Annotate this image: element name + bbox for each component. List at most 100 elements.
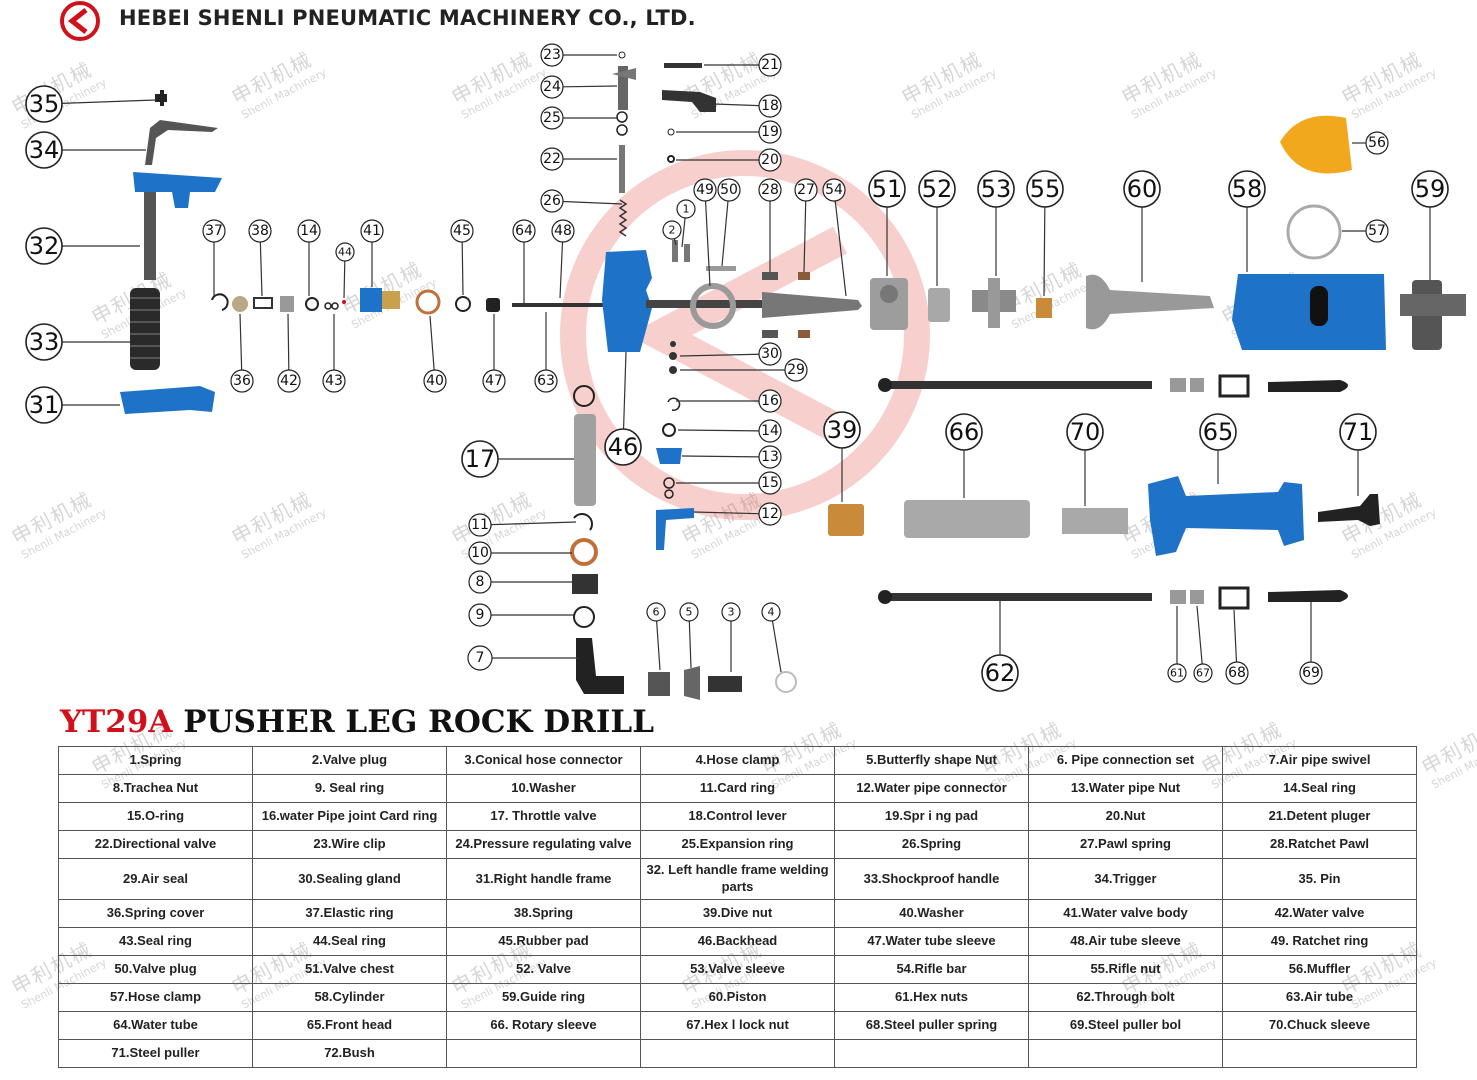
callout-number: 43	[325, 373, 343, 389]
callout-circle	[467, 645, 493, 671]
callout-circle	[25, 386, 63, 424]
shockproof-handle-part	[130, 288, 160, 370]
callout-number: 2	[669, 224, 676, 237]
spring-small-part	[253, 297, 273, 309]
callout: 56	[1365, 131, 1389, 155]
callout-circle	[1199, 413, 1237, 451]
leader-line	[803, 200, 807, 273]
callout-number: 68	[1228, 665, 1246, 681]
callout: 26	[540, 189, 564, 213]
callout: 61	[1167, 663, 1187, 683]
table-cell: 44.Seal ring	[252, 927, 447, 956]
callout: 65	[1199, 413, 1237, 451]
callout-number: 10	[471, 545, 489, 561]
callout: 14	[297, 219, 321, 243]
callout: 59	[1411, 170, 1449, 208]
callout-number: 14	[761, 423, 779, 439]
callout-circle	[1167, 663, 1187, 683]
leader-line	[562, 85, 618, 88]
product-code: YT29A	[60, 704, 173, 740]
leader-line	[681, 455, 760, 458]
table-cell: 36.Spring cover	[58, 899, 253, 928]
table-cell: 33.Shockproof handle	[834, 858, 1029, 900]
callout-circle	[981, 654, 1019, 692]
callout-circle	[646, 602, 666, 622]
callout: 32	[25, 227, 63, 265]
hose-fitting-parts	[648, 666, 797, 700]
table-cell: 4.Hose clamp	[640, 746, 835, 775]
leader-line	[461, 241, 464, 296]
callout-circle	[1365, 219, 1389, 243]
callout-number: 38	[251, 223, 269, 239]
control-lever-parts	[662, 63, 716, 163]
seal-ring-parts	[305, 297, 346, 311]
table-cell: 7.Air pipe swivel	[1222, 746, 1417, 775]
callout-circle	[468, 570, 492, 594]
callout-circle	[758, 502, 782, 526]
page-header: HEBEI SHENLI PNEUMATIC MACHINERY CO., LT…	[0, 0, 1477, 44]
callout: 62	[981, 654, 1019, 692]
table-cell: 19.Spr i ng pad	[834, 802, 1029, 831]
callout-circle	[1411, 170, 1449, 208]
callout: 51	[868, 170, 906, 208]
callout-number: 30	[761, 346, 779, 362]
callout: 58	[1228, 170, 1266, 208]
table-cell: 43.Seal ring	[58, 927, 253, 956]
backhead-part	[602, 250, 766, 352]
callout-circle	[721, 602, 741, 622]
valve-part	[928, 288, 950, 322]
callout-number: 65	[1203, 418, 1234, 446]
table-cell: 67.Hex l lock nut	[640, 1011, 835, 1040]
callout-circle	[25, 85, 63, 123]
elastic-ring-part	[211, 293, 229, 311]
callout-number: 21	[761, 57, 779, 73]
callout-circle	[758, 389, 782, 413]
callout-circle	[758, 94, 782, 118]
table-cell: 47.Water tube sleeve	[834, 927, 1029, 956]
callout: 18	[758, 94, 782, 118]
table-cell: 46.Backhead	[640, 927, 835, 956]
table-cell: 2.Valve plug	[252, 746, 447, 775]
table-cell: 39.Dive nut	[640, 899, 835, 928]
spring-cover-part	[232, 296, 248, 312]
callout: 69	[1299, 661, 1323, 685]
callout-circle	[25, 227, 63, 265]
callout-number: 15	[761, 475, 779, 491]
callout: 44	[335, 242, 355, 262]
callout-circle	[297, 219, 321, 243]
ratchet-assembly-parts	[672, 240, 862, 338]
water-tube-sleeve-part	[486, 298, 500, 312]
table-cell: 70.Chuck sleeve	[1222, 1011, 1417, 1040]
callout: 6	[646, 602, 666, 622]
guide-ring-part	[1400, 280, 1466, 350]
callout: 25	[540, 106, 564, 130]
callout-number: 25	[543, 110, 561, 126]
table-cell: 26.Spring	[834, 830, 1029, 859]
leader-line	[562, 200, 623, 205]
callout-circle	[335, 242, 355, 262]
callout: 1	[676, 199, 696, 219]
leader-line	[721, 200, 729, 267]
table-cell: 13.Water pipe Nut	[1028, 774, 1223, 803]
callout: 19	[758, 120, 782, 144]
callout: 22	[540, 147, 564, 171]
callout-circle	[461, 440, 499, 478]
callout-circle	[1066, 413, 1104, 451]
leader-line	[559, 241, 564, 299]
pin-part	[155, 90, 167, 106]
callout-number: 9	[476, 607, 485, 623]
callout: 31	[25, 386, 63, 424]
callout-number: 39	[827, 416, 858, 444]
callout: 17	[461, 440, 499, 478]
cylinder-part	[1232, 274, 1386, 350]
callout-number: 61	[1170, 667, 1184, 680]
callout-circle	[1225, 661, 1249, 685]
company-logo-icon	[60, 1, 100, 41]
callout-number: 31	[29, 391, 60, 419]
callout-circle	[534, 369, 558, 393]
callout-number: 32	[29, 232, 60, 260]
callout-number: 44	[338, 246, 352, 259]
